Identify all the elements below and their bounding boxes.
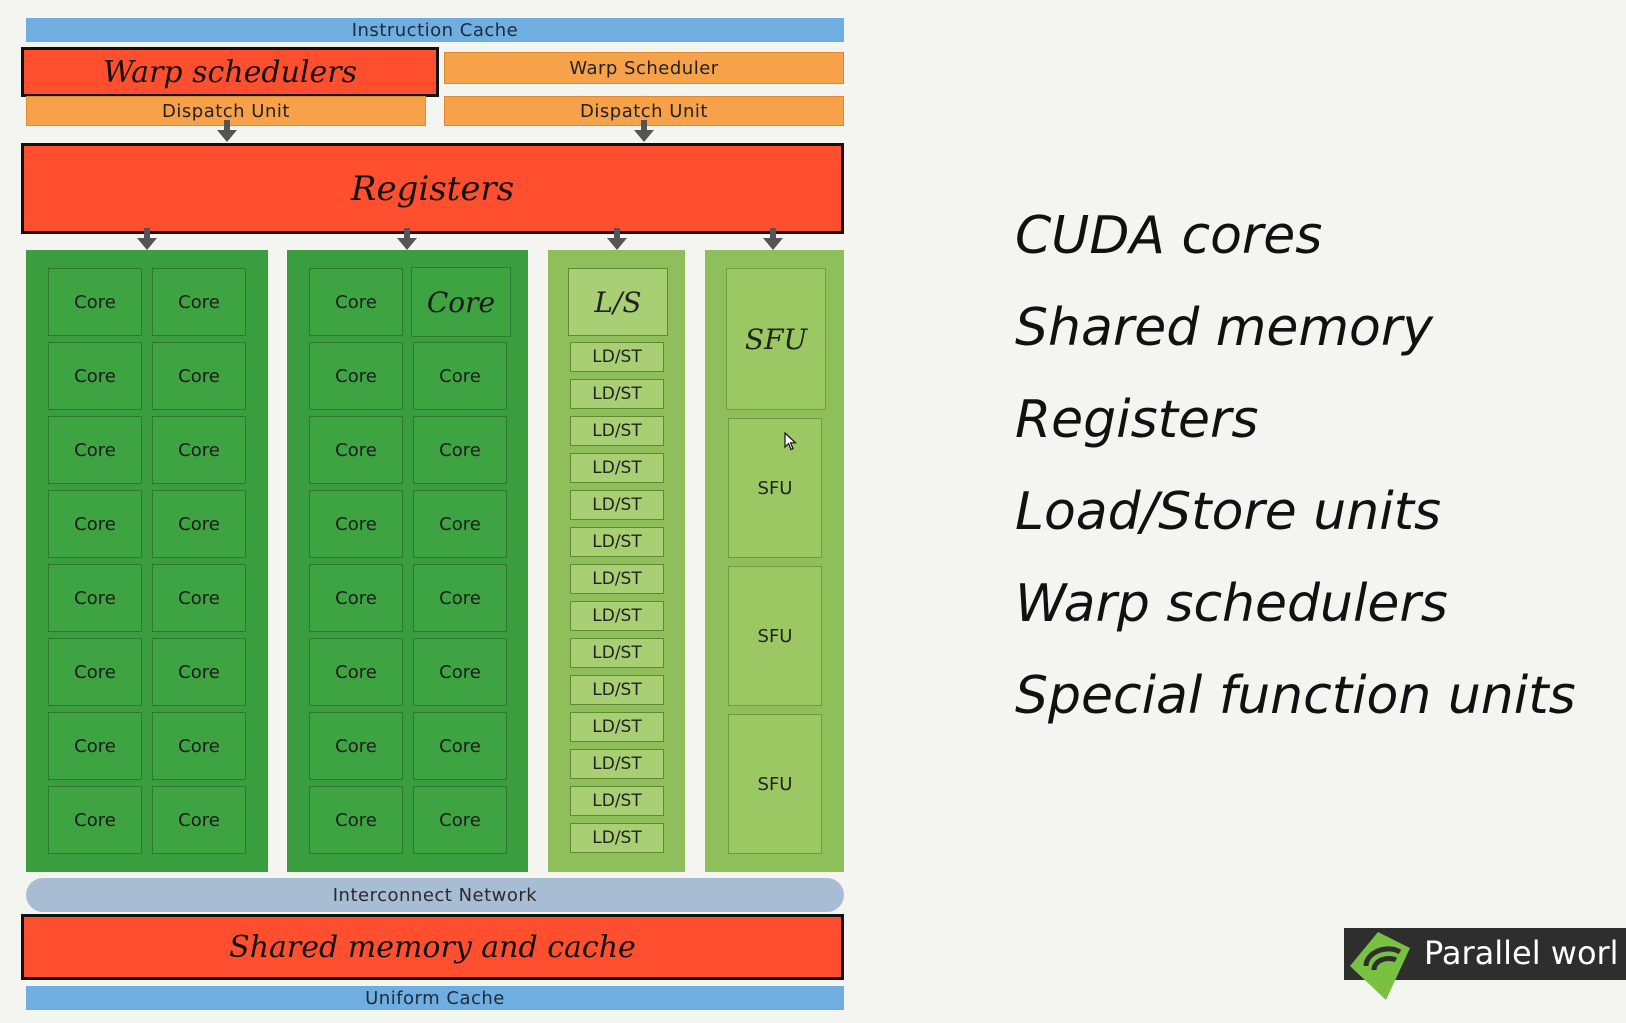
arrow-down-icon [763, 228, 783, 250]
core: Core [413, 342, 507, 410]
logo-text: Parallel worl [1424, 934, 1619, 972]
core: Core [48, 638, 142, 706]
shared-memory-highlight: Shared memory and cache [21, 914, 844, 980]
feature-warp-schedulers: Warp schedulers [1015, 574, 1448, 634]
ldst-unit: LD/ST [570, 638, 664, 668]
core: Core [309, 490, 403, 558]
ldst-unit: LD/ST [570, 490, 664, 520]
core: Core [152, 342, 246, 410]
core-highlight: Core [411, 267, 511, 337]
arrow-down-icon [397, 228, 417, 250]
core: Core [413, 712, 507, 780]
core: Core [413, 416, 507, 484]
ldst-unit: LD/ST [570, 712, 664, 742]
feature-shared-memory: Shared memory [1015, 298, 1434, 358]
core-column-2: Core Core Core Core Core Core Core Core … [287, 250, 528, 872]
ldst-unit: LD/ST [570, 823, 664, 853]
arrow-down-icon [137, 228, 157, 250]
ldst-unit: LD/ST [570, 453, 664, 483]
core: Core [413, 786, 507, 854]
warp-scheduler: Warp Scheduler [444, 52, 844, 84]
ldst-unit: LD/ST [570, 675, 664, 705]
core: Core [309, 416, 403, 484]
interconnect-network: Interconnect Network [26, 878, 844, 912]
core: Core [309, 564, 403, 632]
core: Core [309, 638, 403, 706]
feature-registers: Registers [1015, 390, 1259, 450]
core: Core [152, 268, 246, 336]
core: Core [413, 638, 507, 706]
core: Core [152, 712, 246, 780]
core: Core [152, 786, 246, 854]
core: Core [309, 342, 403, 410]
gpu-feature-list: CUDA cores Shared memory Registers Load/… [1015, 190, 1576, 742]
feature-special-function-units: Special function units [1015, 666, 1576, 726]
core: Core [152, 490, 246, 558]
core: Core [48, 268, 142, 336]
core: Core [48, 490, 142, 558]
ldst-unit: LD/ST [570, 342, 664, 372]
core: Core [152, 638, 246, 706]
ldst-unit: LD/ST [570, 749, 664, 779]
parallel-world-logo-icon [1350, 932, 1410, 1000]
core: Core [413, 564, 507, 632]
sfu-unit: SFU [728, 714, 822, 854]
ldst-unit: LD/ST [570, 601, 664, 631]
core: Core [152, 564, 246, 632]
ldst-unit: LD/ST [570, 786, 664, 816]
core: Core [152, 416, 246, 484]
core: Core [48, 416, 142, 484]
instruction-cache: Instruction Cache [26, 18, 844, 42]
ldst-unit: LD/ST [570, 416, 664, 446]
registers-highlight: Registers [21, 143, 844, 234]
core-column-1: Core Core Core Core Core Core Core Core … [26, 250, 268, 872]
ls-highlight: L/S [568, 268, 668, 336]
ldst-unit: LD/ST [570, 379, 664, 409]
uniform-cache: Uniform Cache [26, 986, 844, 1010]
core: Core [48, 564, 142, 632]
feature-cuda-cores: CUDA cores [1015, 206, 1323, 266]
sfu-column: SFU SFU SFU SFU [705, 250, 844, 872]
core: Core [48, 342, 142, 410]
ldst-unit: LD/ST [570, 564, 664, 594]
warp-schedulers-highlight: Warp schedulers [21, 47, 439, 97]
load-store-column: L/S LD/ST LD/ST LD/ST LD/ST LD/ST LD/ST … [548, 250, 685, 872]
core: Core [309, 786, 403, 854]
core: Core [413, 490, 507, 558]
mouse-cursor-icon [784, 432, 798, 451]
ldst-unit: LD/ST [570, 527, 664, 557]
sfu-unit: SFU [728, 566, 822, 706]
arrow-down-icon [607, 228, 627, 250]
sfu-unit: SFU [728, 418, 822, 558]
feature-load-store-units: Load/Store units [1015, 482, 1442, 542]
core: Core [48, 786, 142, 854]
sfu-highlight: SFU [726, 268, 826, 410]
core: Core [309, 268, 403, 336]
arrow-down-icon [217, 120, 237, 142]
arrow-down-icon [634, 120, 654, 142]
core: Core [309, 712, 403, 780]
core: Core [48, 712, 142, 780]
parallel-world-logo: Parallel worl [1344, 928, 1626, 1000]
